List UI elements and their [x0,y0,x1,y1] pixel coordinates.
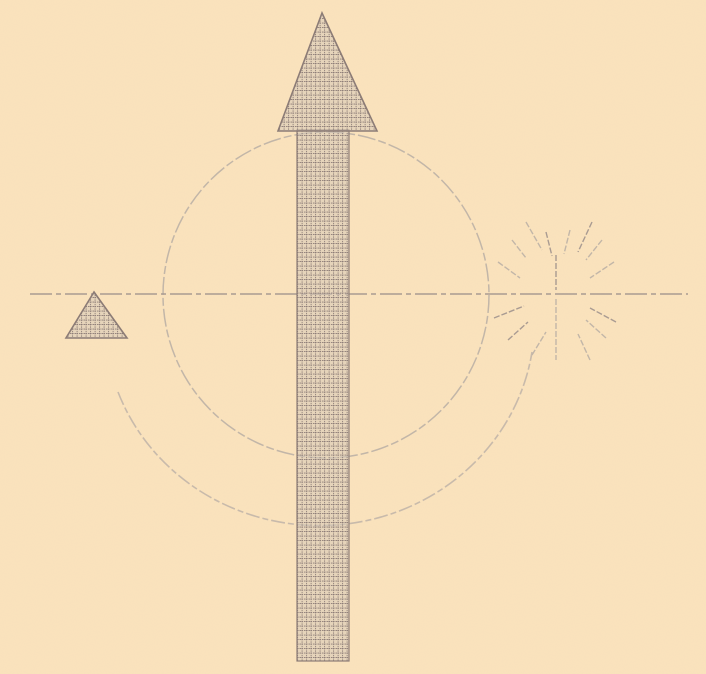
arrow-shaft [297,130,349,661]
